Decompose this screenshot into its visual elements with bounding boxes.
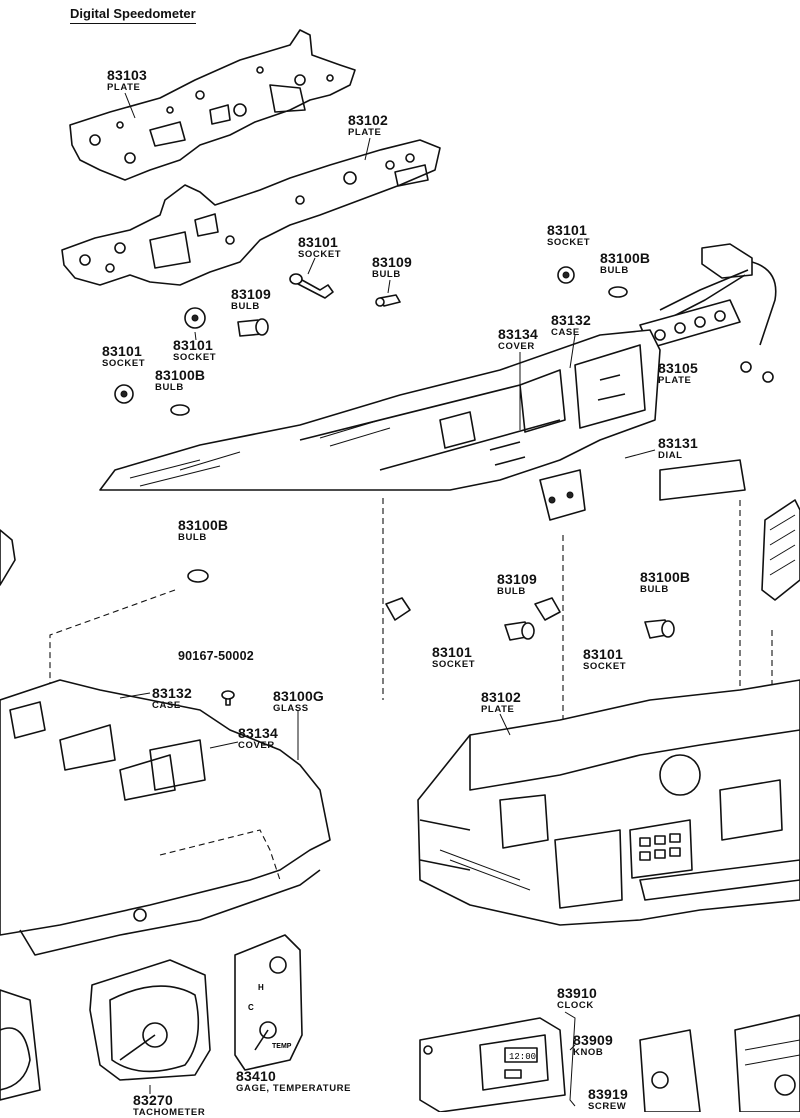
tachometer-83270-drawing [89, 959, 211, 1081]
diagram-title: Digital Speedometer [70, 6, 196, 24]
plate-83105-drawing [639, 243, 777, 383]
right-edge-part-drawing [761, 499, 800, 601]
screw-90167-drawing [221, 690, 235, 706]
bulb-83100b-left-drawing [170, 404, 190, 416]
cluster-left-drawing [0, 679, 331, 956]
plate-83103-drawing [69, 29, 356, 181]
gauge-partial-right-drawing [639, 1014, 800, 1112]
socket-83101-right2-drawing [534, 597, 561, 621]
cluster-right-drawing [417, 679, 800, 926]
clock-display-text: 12:00 [509, 1052, 536, 1062]
socket-83101-mid-drawing [184, 307, 206, 329]
bulb-83100b-right2-drawing [644, 619, 675, 639]
plate-83102-drawing [61, 139, 441, 286]
label-90167-50002: 90167-50002 [178, 649, 254, 663]
socket-83101-right-drawing [557, 266, 575, 284]
socket-83101-top-drawing [289, 273, 334, 299]
socket-83101-left-drawing [114, 384, 134, 404]
bulb-83109-top-drawing [375, 294, 401, 307]
speedometer-partial-drawing [0, 989, 41, 1101]
gauge-temp-mark: TEMP [272, 1043, 292, 1050]
bulb-83100b-right-drawing [608, 286, 628, 298]
temperature-gauge-83410-drawing: H C TEMP [234, 934, 303, 1071]
clock-83910-drawing: 12:00 [419, 1017, 566, 1112]
bulb-83109-mid-drawing [237, 318, 269, 337]
bulb-83100b-lower-drawing [187, 569, 209, 583]
left-edge-part-drawing [0, 529, 16, 586]
gauge-cold-mark: C [248, 1003, 254, 1012]
bulb-83109-center-drawing [504, 621, 535, 641]
socket-83101-center-drawing [385, 597, 411, 621]
gauge-hot-mark: H [258, 983, 264, 992]
